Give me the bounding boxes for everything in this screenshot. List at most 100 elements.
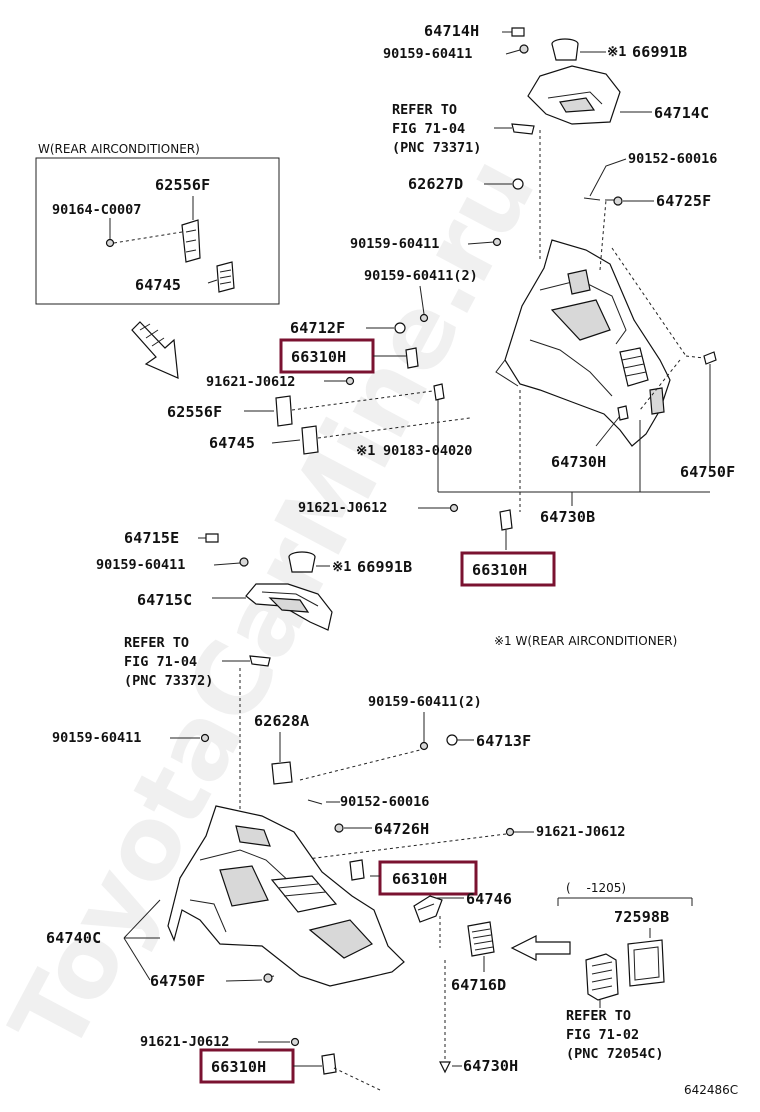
label-64715e: 64715E (124, 529, 179, 547)
screw-90159-c (239, 557, 249, 567)
clip-62627d (512, 178, 524, 190)
label-66991b-top: 66991B (632, 43, 687, 61)
pointer-arrow-lower (510, 935, 571, 961)
label-90159-e: 90159-60411 (52, 730, 141, 746)
vent-refer3 (585, 953, 619, 1001)
cover-64715c (245, 583, 333, 631)
grille-72598b (627, 939, 665, 987)
inset-vent-part (207, 261, 235, 293)
diagram-id: 642486C (684, 1083, 738, 1097)
range-bracket (557, 897, 693, 906)
clip-66310h-4 (321, 1053, 337, 1075)
mark-1-mid-cap: ※1 (332, 559, 351, 575)
screw-90159-a (492, 237, 502, 247)
mark-1-top: ※1 (607, 44, 626, 60)
label-66310h-2: 66310H (472, 561, 527, 579)
label-91621-c: 91621-J0612 (536, 824, 625, 840)
bracket-62628a (271, 761, 293, 785)
inset-label-90164: 90164-C0007 (52, 202, 141, 218)
clip-64730h-a (617, 405, 629, 421)
note-rear-aircon: ※1 W(REAR AIRCONDITIONER) (494, 634, 677, 648)
label-62628a: 62628A (254, 712, 309, 730)
screw-90159-e (200, 733, 210, 743)
label-64745: 64745 (209, 434, 255, 452)
clip-64715e (205, 533, 219, 543)
clip-64726h (334, 823, 344, 833)
label-90159-top: 90159-60411 (383, 46, 472, 62)
label-90159-a: 90159-60411 (350, 236, 439, 252)
label-66991b-mid: 66991B (357, 558, 412, 576)
refer3-line1: REFER TO (566, 1008, 631, 1024)
label-91621-b: 91621-J0612 (298, 500, 387, 516)
bolt-90152-top (583, 197, 601, 201)
highlight-66310h-2 (460, 551, 556, 587)
bracket-62556f (275, 395, 293, 427)
label-90159-d: 90159-60411(2) (368, 694, 482, 710)
label-64750f-b: 64750F (150, 972, 205, 990)
screw-90159-top (519, 44, 529, 54)
label-62556f: 62556F (167, 403, 222, 421)
label-91621-d: 91621-J0612 (140, 1034, 229, 1050)
cover-64714c (527, 65, 621, 125)
clip-64714h (511, 27, 525, 37)
label-91621-a: 91621-J0612 (206, 374, 295, 390)
clip-refer1 (511, 123, 535, 135)
cap-66991b-top (551, 38, 579, 61)
upper-trim-panel (495, 239, 671, 447)
clip-64713f (446, 734, 458, 746)
clip-refer2 (249, 655, 271, 667)
refer2-line2: FIG 71-04 (124, 654, 197, 670)
label-64746: 64746 (466, 890, 512, 908)
clip-64750f-a (703, 351, 717, 365)
mark-1-mid: ※1 (356, 443, 375, 459)
inset-label-62556f: 62556F (155, 176, 210, 194)
inset-clip-part (181, 196, 201, 263)
inset-box (35, 157, 280, 305)
inset-pointer-arrow (131, 321, 179, 379)
bolt-90152-b (307, 799, 323, 805)
clip-66310h-2 (499, 509, 513, 531)
label-90152-b: 90152-60016 (340, 794, 429, 810)
label-64713f: 64713F (476, 732, 531, 750)
label-90183: 90183-04020 (383, 443, 472, 459)
clip-66310h-1 (405, 347, 419, 369)
clip-64750f-b (263, 973, 273, 983)
clip-64730h-b (439, 1061, 451, 1074)
range-label: ( -1205) (566, 881, 626, 895)
screw-91621-b (449, 503, 459, 513)
label-64715c: 64715C (137, 591, 192, 609)
inset-title: W(REAR AIRCONDITIONER) (38, 142, 200, 156)
label-72598b: 72598B (614, 908, 669, 926)
label-66310h-1: 66310H (291, 348, 346, 366)
label-66310h-4: 66310H (211, 1058, 266, 1076)
refer1-line3: (PNC 73371) (392, 140, 481, 156)
label-64730b: 64730B (540, 508, 595, 526)
label-90159-c: 90159-60411 (96, 557, 185, 573)
clip-64712f (394, 322, 406, 334)
label-66310h-3: 66310H (392, 870, 447, 888)
label-90152-top: 90152-60016 (628, 151, 717, 167)
label-64725f: 64725F (656, 192, 711, 210)
label-64714c: 64714C (654, 104, 709, 122)
refer2-line3: (PNC 73372) (124, 673, 213, 689)
clip-90183 (433, 383, 445, 401)
inset-label-64745: 64745 (135, 276, 181, 294)
inset-screw (105, 218, 183, 248)
label-64740c: 64740C (46, 929, 101, 947)
highlight-66310h-3 (378, 860, 478, 896)
label-64750f-a: 64750F (680, 463, 735, 481)
vent-64745 (301, 425, 319, 455)
label-64730h-b: 64730H (463, 1057, 518, 1075)
label-64716d: 64716D (451, 976, 506, 994)
refer2-line1: REFER TO (124, 635, 189, 651)
label-64730h-a: 64730H (551, 453, 606, 471)
refer1-line2: FIG 71-04 (392, 121, 465, 137)
label-64726h: 64726H (374, 820, 429, 838)
refer1-line1: REFER TO (392, 102, 457, 118)
refer3-line3: (PNC 72054C) (566, 1046, 664, 1062)
vent-64716d (467, 921, 495, 957)
screw-90159-b (419, 313, 429, 323)
lower-trim-panel (167, 805, 405, 987)
